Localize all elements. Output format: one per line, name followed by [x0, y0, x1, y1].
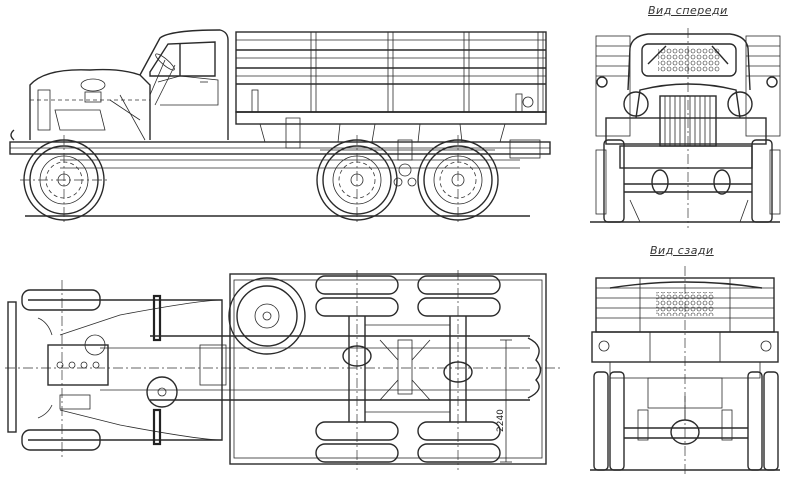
side-hood	[10, 68, 151, 141]
mirror-right	[766, 76, 778, 88]
side-cab	[139, 29, 229, 140]
rear-view	[590, 266, 780, 476]
rear-light-left	[598, 340, 610, 352]
rear-view-label: Вид сзади	[650, 244, 714, 257]
front-wheels	[595, 139, 781, 223]
top-front-bumper	[7, 301, 17, 433]
front-cab	[627, 33, 751, 91]
top-cab	[28, 299, 223, 441]
track-width-value: 2240	[496, 409, 506, 432]
rear-wheels	[593, 371, 779, 471]
side-rear-wheel-2	[417, 135, 499, 225]
side-rear-wheel-1	[316, 135, 398, 225]
front-grille	[659, 95, 717, 147]
headlight-right	[727, 91, 753, 117]
side-stakes	[251, 31, 544, 113]
rear-cargo-mesh	[656, 292, 714, 316]
front-cab-mesh	[658, 48, 720, 72]
side-suspension	[320, 139, 495, 187]
front-fenders	[605, 117, 767, 145]
track-width-dimension: 2240	[496, 339, 512, 463]
top-rear-axles	[342, 316, 473, 422]
rear-axle	[624, 396, 748, 445]
front-view-label: Вид спереди	[648, 4, 728, 17]
top-cargo-outline	[229, 273, 547, 465]
wiper-left	[647, 45, 667, 65]
top-engine	[37, 317, 109, 419]
front-windshield	[641, 43, 737, 77]
front-axle	[624, 169, 752, 223]
side-frame	[9, 141, 551, 169]
top-rear-wheels	[315, 270, 501, 470]
top-tow-hook	[527, 337, 542, 399]
side-cargo-body	[235, 31, 547, 159]
mirror-left	[596, 76, 608, 88]
top-steering-wheel	[146, 376, 178, 408]
top-view: 2240	[5, 270, 560, 470]
front-view	[590, 28, 781, 228]
rear-light-right	[760, 340, 772, 352]
headlight-left	[623, 91, 649, 117]
side-view	[9, 29, 551, 225]
top-spare-wheel	[228, 277, 306, 355]
side-front-wheel	[20, 135, 108, 225]
side-body-brackets	[259, 123, 506, 143]
front-bumper	[619, 145, 753, 169]
wiper-right	[711, 45, 729, 65]
